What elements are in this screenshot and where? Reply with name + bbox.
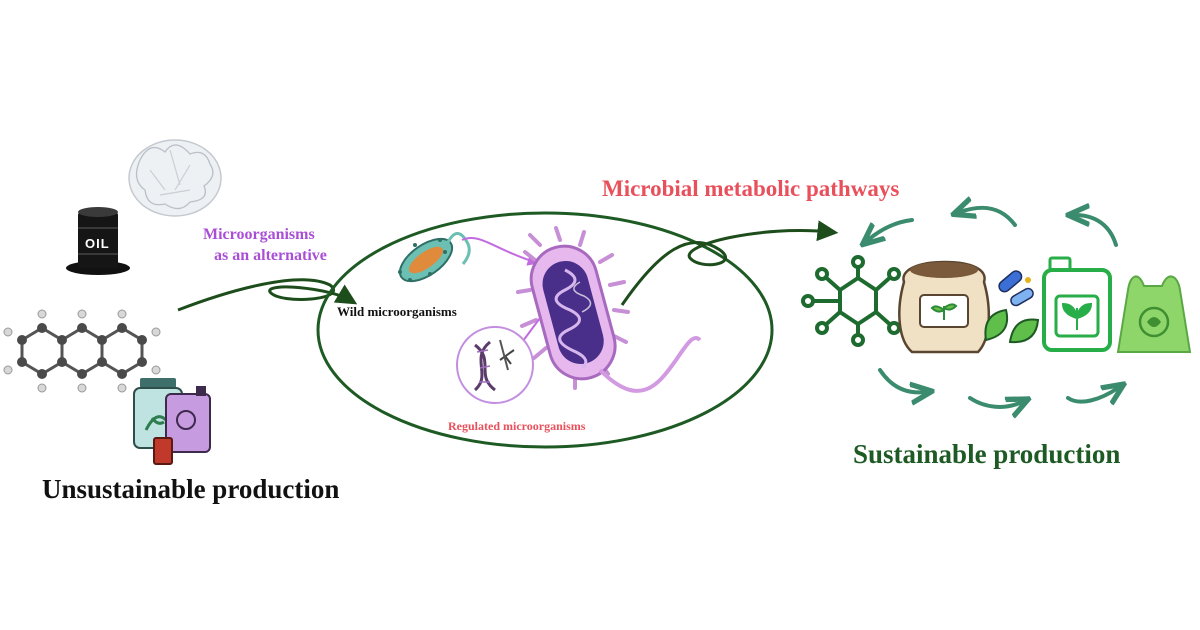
chemical-containers-icon [133, 378, 211, 465]
wild-bacterium-icon [398, 232, 471, 283]
plastic-bottles-icon [128, 139, 222, 217]
alternative-label-line1: Microorganisms [203, 226, 315, 243]
medicine-leaf-icon [984, 270, 1040, 344]
molecular-network-icon [801, 255, 901, 347]
oil-barrel-icon [66, 207, 130, 275]
dna-editing-icon [456, 326, 534, 404]
wild-to-regulated-arrow [461, 237, 540, 266]
unsustainable-production-label: Unsustainable production [42, 474, 340, 504]
bio-jerrycan-icon [1042, 256, 1112, 352]
biodegradable-bag-icon [1116, 275, 1192, 353]
cycle-arrows [868, 208, 1118, 407]
regulated-bacterium-icon [516, 226, 702, 393]
flow-arrow-output [620, 220, 839, 306]
oil-barrel-text: OIL [85, 236, 110, 251]
hydrocarbon-molecule-icon [3, 309, 161, 393]
flow-arrow-input [177, 278, 358, 312]
microorganism-ellipse [316, 211, 774, 449]
fertilizer-bag-icon [898, 260, 990, 354]
wild-microorganisms-label: Wild microorganisms [337, 304, 457, 319]
sustainable-production-label: Sustainable production [853, 439, 1121, 469]
regulated-microorganisms-label: Regulated microorganisms [448, 419, 586, 433]
alternative-label-line2: as an alternative [214, 247, 327, 264]
microbial-pathways-label: Microbial metabolic pathways [602, 176, 900, 201]
